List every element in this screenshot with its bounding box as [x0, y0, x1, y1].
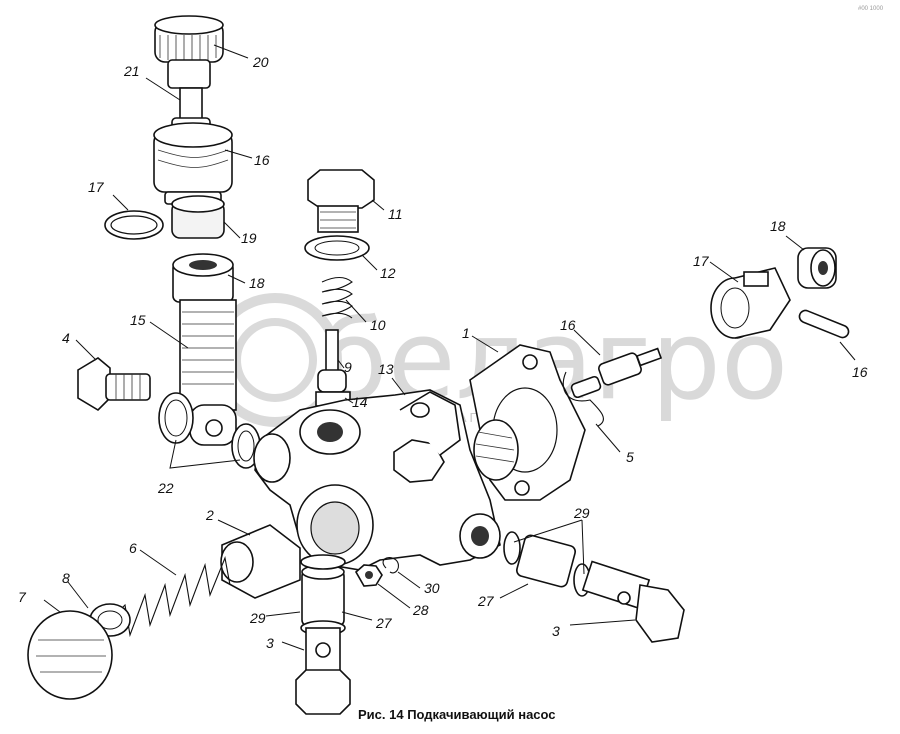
part-27-fitting-lower — [301, 564, 345, 627]
label-18: 18 — [770, 218, 786, 234]
part-5-spring-clip — [562, 371, 604, 427]
label-19: 15 — [130, 312, 146, 328]
part-28-nut — [354, 564, 383, 587]
part-13-flange — [399, 391, 461, 456]
label-27-lower: 27 — [375, 615, 393, 631]
part-19-pump-cylinder — [179, 299, 237, 446]
part-27-fitting-right — [515, 534, 577, 588]
part-17-pusher — [710, 267, 791, 339]
part-22-cylinder-top — [172, 253, 234, 303]
part-7-plug — [27, 610, 113, 700]
label-12: 12 — [380, 265, 396, 281]
label-7: 7 — [18, 589, 27, 605]
part-18-roller — [797, 247, 837, 289]
corner-mark: #00 1000 — [858, 6, 884, 12]
label-2: 2 — [205, 507, 214, 523]
label-27-right: 27 — [477, 593, 495, 609]
label-13: 13 — [378, 361, 394, 377]
label-5: 5 — [626, 449, 634, 465]
part-labels: 20 21 16 17 19 18 15 4 22 11 12 10 9 14 … — [18, 54, 868, 651]
label-29-right: 29 — [573, 505, 590, 521]
part-9-valve — [317, 329, 347, 393]
label-26: 22 — [157, 480, 174, 496]
label-25: 21 — [123, 63, 140, 79]
part-16-pin — [798, 309, 850, 339]
part-3-bolt-lower — [295, 627, 351, 715]
label-22: 18 — [249, 275, 265, 291]
label-28: 28 — [412, 602, 429, 618]
part-12-washer — [304, 235, 370, 261]
label-3-right: 3 — [552, 623, 560, 639]
label-21: 17 — [88, 179, 105, 195]
part-8-washer — [89, 603, 131, 637]
label-29-lower: 29 — [249, 610, 266, 626]
label-6: 6 — [129, 540, 137, 556]
label-14: 14 — [352, 394, 368, 410]
part-4-bolt — [77, 357, 151, 412]
part-23-nut — [171, 195, 225, 239]
label-9: 9 — [344, 359, 352, 375]
part-30-ring — [382, 557, 399, 574]
part-26-washers — [158, 392, 261, 469]
label-11: 11 — [388, 206, 403, 222]
part-6-spring — [109, 556, 231, 638]
label-3-lower: 3 — [266, 635, 274, 651]
part-24-hand-pump-knob — [154, 15, 224, 121]
part-2-bushing — [220, 524, 301, 599]
label-8: 8 — [62, 570, 70, 586]
part-piston — [473, 419, 519, 481]
label-20: 16 — [254, 152, 270, 168]
part-20-pump-cylinder-cap — [153, 122, 233, 205]
label-17: 17 — [693, 253, 710, 269]
label-16: 16 — [852, 364, 868, 380]
part-3-bolt-right — [581, 560, 685, 643]
label-10: 10 — [370, 317, 386, 333]
label-15: 16 — [560, 317, 576, 333]
part-11-plug — [307, 169, 375, 233]
figure-caption: Рис. 14 Подкачивающий насос — [358, 707, 556, 722]
label-30: 30 — [424, 580, 440, 596]
part-21-seal-ring — [104, 210, 164, 240]
part-10-spring — [321, 276, 353, 319]
leader-lines — [43, 44, 856, 651]
label-4: 4 — [62, 330, 70, 346]
label-23: 19 — [241, 230, 257, 246]
label-24: 20 — [252, 54, 269, 70]
label-1: 1 — [462, 325, 470, 341]
part-15-check-valve — [570, 347, 663, 399]
